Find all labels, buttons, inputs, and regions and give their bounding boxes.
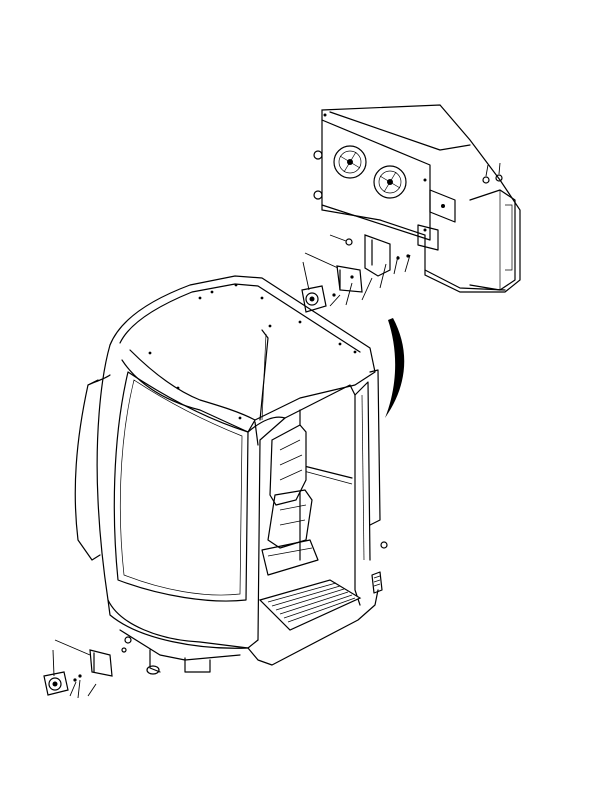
switch-icon: [336, 265, 363, 293]
cab-icon: [74, 275, 388, 675]
switch-icon: [89, 649, 113, 677]
bracket-icon: [364, 234, 391, 277]
upper-switch-assembly: [301, 234, 411, 313]
heater-unit-icon: [313, 104, 521, 293]
arrow-icon: [385, 318, 405, 418]
lower-switch-assembly: [43, 639, 113, 699]
